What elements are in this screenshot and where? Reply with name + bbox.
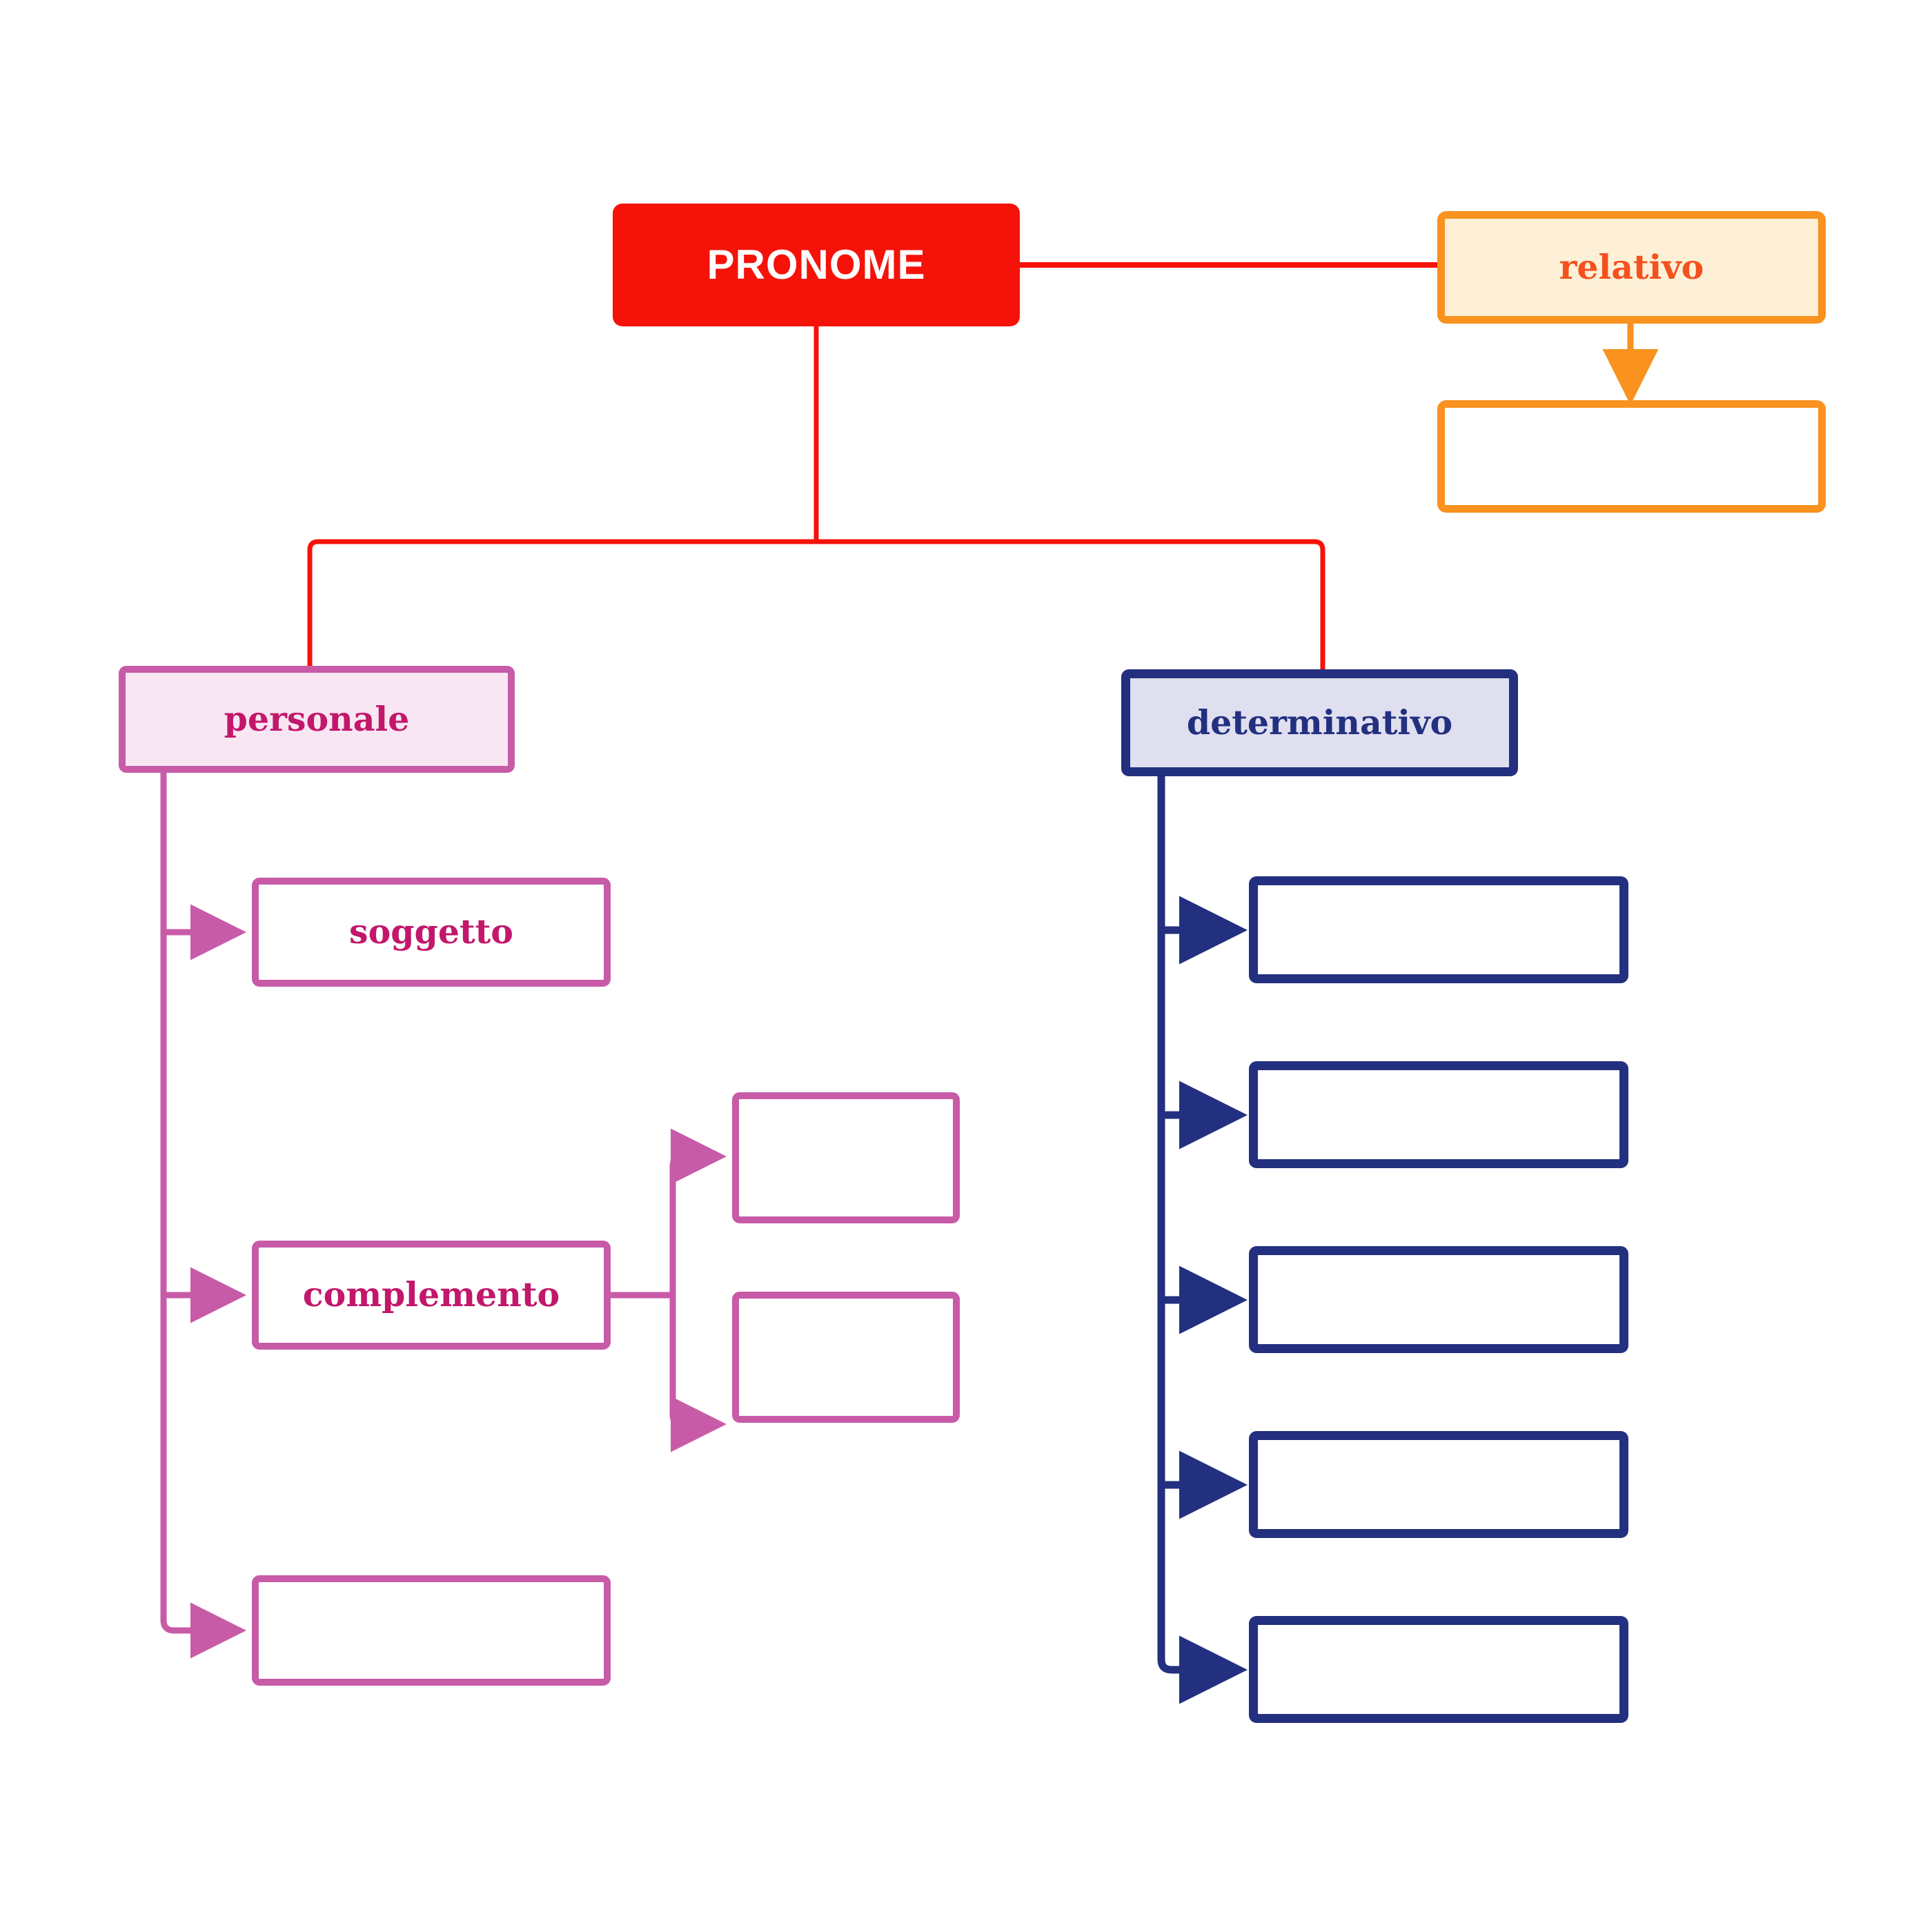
edge-determinativo-spine [1157,776,1248,1704]
node-relativo-child-empty[interactable] [1437,400,1826,513]
edge-complemento-child2 [669,1295,727,1452]
node-determinativo-child-1-empty[interactable] [1249,876,1628,983]
edge-root-personale [307,539,816,666]
node-complemento-child-1-empty[interactable] [732,1092,960,1223]
node-complemento-child-2-empty[interactable] [732,1292,960,1423]
node-determinativo-child-4-empty[interactable] [1249,1431,1628,1538]
edge-complemento-child1 [669,1128,727,1295]
node-personale[interactable]: personale [119,666,515,773]
node-complemento[interactable]: complemento [252,1241,611,1350]
node-relativo[interactable]: relativo [1437,211,1826,324]
node-determinativo-child-3-empty[interactable] [1249,1246,1628,1353]
node-pronome[interactable]: PRONOME [613,204,1020,326]
edge-root-determinativo [816,539,1325,669]
node-soggetto[interactable]: soggetto [252,878,611,987]
node-determinativo-child-2-empty[interactable] [1249,1061,1628,1168]
node-personale-child-empty[interactable] [252,1575,611,1686]
edge-personale-spine [160,773,246,1659]
node-determinativo-child-5-empty[interactable] [1249,1616,1628,1723]
node-determinativo[interactable]: determinativo [1121,669,1518,776]
